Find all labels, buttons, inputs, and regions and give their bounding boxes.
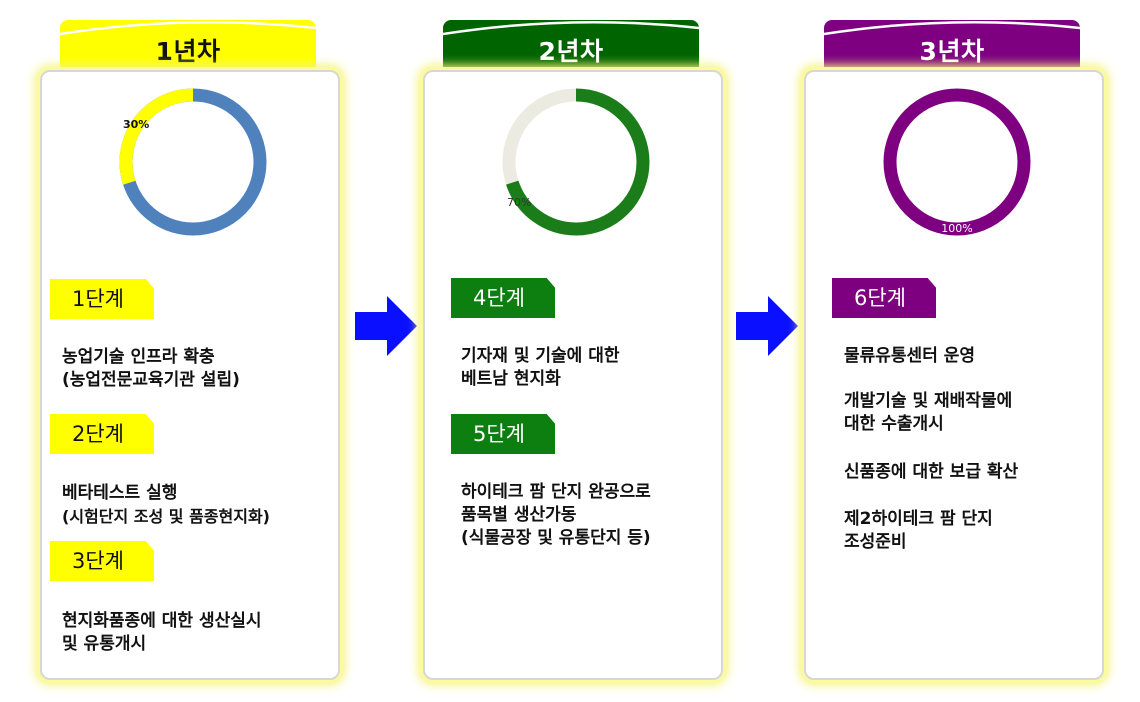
step-4-desc: 기자재 및 기술에 대한 베트남 현지화	[461, 345, 620, 391]
step-6-item-2: 개발기술 및 재배작물에 대한 수출개시	[844, 390, 1012, 436]
year1-panel: 30% 1단계 농업기술 인프라 확충 (농업전문교육기관 설립) 2단계 베타…	[40, 70, 340, 680]
desc-line: 제2하이테크 팜 단지	[844, 509, 993, 529]
step-5-label: 5단계	[473, 422, 526, 446]
tab-swoosh	[443, 20, 699, 36]
step-1-desc: 농업기술 인프라 확충 (농업전문교육기관 설립)	[62, 346, 240, 392]
desc-line: 대한 수출개시	[844, 414, 944, 434]
year2-tab: 2년차	[443, 20, 699, 70]
year3-donut: 100%	[879, 84, 1035, 240]
step-3-desc: 현지화품종에 대한 생산실시 및 유통개시	[62, 610, 262, 656]
step-4-badge: 4단계	[451, 278, 555, 318]
step-5-desc: 하이테크 팜 단지 완공으로 품목별 생산가동 (식물공장 및 유통단지 등)	[461, 481, 651, 550]
desc-line: 물류유통센터 운영	[844, 346, 976, 366]
year2-title: 2년차	[538, 37, 604, 66]
step-5-badge: 5단계	[451, 414, 555, 454]
desc-line: 신품종에 대한 보급 확산	[844, 462, 1019, 482]
year1-donut-label: 30%	[123, 118, 149, 131]
year2-panel: 70% 4단계 기자재 및 기술에 대한 베트남 현지화 5단계 하이테크 팜 …	[423, 70, 723, 680]
year3-title: 3년차	[919, 37, 985, 66]
desc-line: (농업전문교육기관 설립)	[62, 370, 240, 390]
step-6-label: 6단계	[854, 286, 907, 310]
year3-donut-label: 100%	[941, 222, 972, 235]
step-6-badge: 6단계	[832, 278, 936, 318]
step-3-label: 3단계	[72, 549, 125, 573]
step-3-badge: 3단계	[50, 541, 154, 581]
year3-panel: 100% 6단계 물류유통센터 운영 개발기술 및 재배작물에 대한 수출개시 …	[804, 70, 1104, 680]
desc-line: 기자재 및 기술에 대한	[461, 346, 620, 366]
year1-donut-segment	[119, 88, 267, 236]
year2-donut: 70%	[498, 84, 654, 240]
step-4-label: 4단계	[473, 286, 526, 310]
year1-title: 1년차	[155, 37, 221, 66]
tab-swoosh	[60, 20, 316, 36]
desc-line: 농업기술 인프라 확충	[62, 347, 215, 367]
year2-donut-segment	[502, 88, 650, 236]
desc-line: 베타테스트 실행	[62, 483, 178, 503]
desc-line: 베트남 현지화	[461, 369, 561, 389]
desc-line: 현지화품종에 대한 생산실시	[62, 611, 262, 631]
desc-line: 조성준비	[844, 532, 907, 552]
year3-donut-segment	[883, 88, 1031, 236]
desc-line: 하이테크 팜 단지 완공으로	[461, 482, 651, 502]
desc-line: (식물공장 및 유통단지 등)	[461, 528, 651, 548]
year1-tab: 1년차	[60, 20, 316, 70]
step-1-label: 1단계	[72, 287, 125, 311]
arrow-right-icon	[736, 296, 798, 356]
year1-donut: 30%	[115, 84, 271, 240]
step-6-item-3: 신품종에 대한 보급 확산	[844, 461, 1018, 484]
step-2-label: 2단계	[72, 422, 125, 446]
desc-line: 개발기술 및 재배작물에	[844, 391, 1013, 411]
desc-line: (시험단지 조성 및 품종현지화)	[62, 507, 270, 526]
arrow-right-icon	[355, 296, 417, 356]
step-1-badge: 1단계	[50, 279, 154, 319]
tab-swoosh	[824, 20, 1080, 36]
year3-tab: 3년차	[824, 20, 1080, 70]
desc-line: 및 유통개시	[62, 634, 147, 654]
step-6-item-4: 제2하이테크 팜 단지 조성준비	[844, 508, 993, 554]
step-6-item-1: 물류유통센터 운영	[844, 345, 975, 368]
desc-line: 품목별 생산가동	[461, 505, 577, 525]
year2-donut-label: 70%	[507, 196, 531, 209]
step-2-desc: 베타테스트 실행 (시험단지 조성 및 품종현지화)	[62, 482, 270, 528]
step-2-badge: 2단계	[50, 414, 154, 454]
